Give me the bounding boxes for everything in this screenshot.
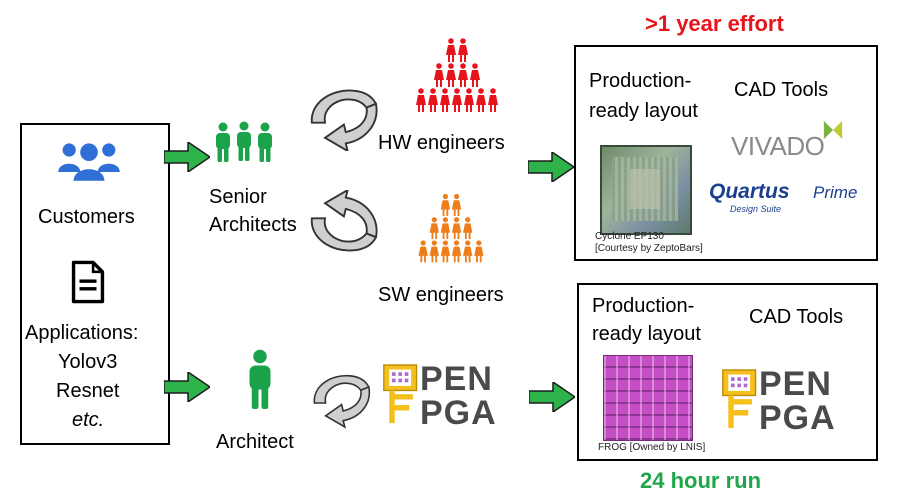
- effort-top-label: >1 year effort: [645, 11, 784, 36]
- app-yolov3: Yolov3: [58, 351, 118, 373]
- openfpga-logo: PEN PGA: [721, 365, 871, 437]
- document-icon: [71, 260, 105, 304]
- inputs-box: Customers Applications: Yolov3 Resnet et…: [20, 123, 170, 445]
- top-cad-tools: CAD Tools: [734, 79, 829, 101]
- architects-label: Architects: [209, 214, 297, 236]
- top-production-line2: ready layout: [589, 100, 698, 122]
- arrow-to-architect: [164, 372, 210, 402]
- sw-engineers-label: SW engineers: [378, 284, 504, 306]
- arrow-to-bottom-result: [529, 382, 575, 412]
- top-result-box: Production- ready layout CAD Tools Cyclo…: [574, 45, 878, 261]
- xilinx-logo: [823, 120, 843, 140]
- hw-engineers-icon: [416, 38, 498, 112]
- applications-label: Applications:: [25, 322, 139, 344]
- curved-arrow-icon: [303, 85, 381, 151]
- arrow-to-senior: [164, 142, 210, 172]
- curved-arrow-icon: [303, 190, 381, 256]
- arrow-to-top-result: [528, 152, 574, 182]
- bottom-cad-tools: CAD Tools: [749, 306, 844, 328]
- app-etc: etc.: [72, 409, 105, 431]
- openfpga-chip-icon: [722, 369, 757, 429]
- bottom-result-box: Production- ready layout CAD Tools FROG …: [577, 283, 878, 461]
- frog-caption: FROG [Owned by LNIS]: [598, 442, 706, 453]
- hw-engineers-label: HW engineers: [378, 132, 505, 154]
- curved-arrow-icon: [308, 368, 372, 430]
- cyclone-caption-1: Cyclone EP130: [595, 231, 664, 242]
- openfpga-pen: PEN: [759, 365, 832, 403]
- openfpga-chip-icon: [383, 364, 418, 424]
- openfpga-logo: PEN PGA: [382, 360, 532, 432]
- bottom-production-line1: Production-: [592, 295, 695, 317]
- architect-icon: [249, 349, 271, 409]
- openfpga-pga: PGA: [759, 399, 836, 437]
- frog-chip-image: [603, 355, 693, 441]
- senior-architects-icon: [216, 121, 272, 162]
- customers-icon: [58, 143, 120, 181]
- top-production-line1: Production-: [589, 70, 692, 92]
- bottom-production-line2: ready layout: [592, 323, 701, 345]
- quartus-prime-text: Prime: [813, 183, 858, 202]
- app-resnet: Resnet: [56, 380, 120, 402]
- architect-label: Architect: [216, 431, 294, 453]
- vivado-logo-text: VIVADO: [731, 131, 825, 161]
- effort-bottom-label: 24 hour run: [640, 468, 762, 493]
- openfpga-pga: PGA: [420, 394, 497, 432]
- quartus-logo-text: Quartus: [709, 180, 790, 203]
- cyclone-chip-image: [600, 145, 692, 235]
- customers-label: Customers: [38, 206, 135, 228]
- senior-label: Senior: [209, 186, 267, 208]
- cyclone-caption-2: [Courtesy by ZeptoBars]: [595, 243, 703, 254]
- sw-engineers-icon: [418, 193, 484, 263]
- quartus-design-suite: Design Suite: [730, 204, 782, 214]
- openfpga-pen: PEN: [420, 360, 493, 398]
